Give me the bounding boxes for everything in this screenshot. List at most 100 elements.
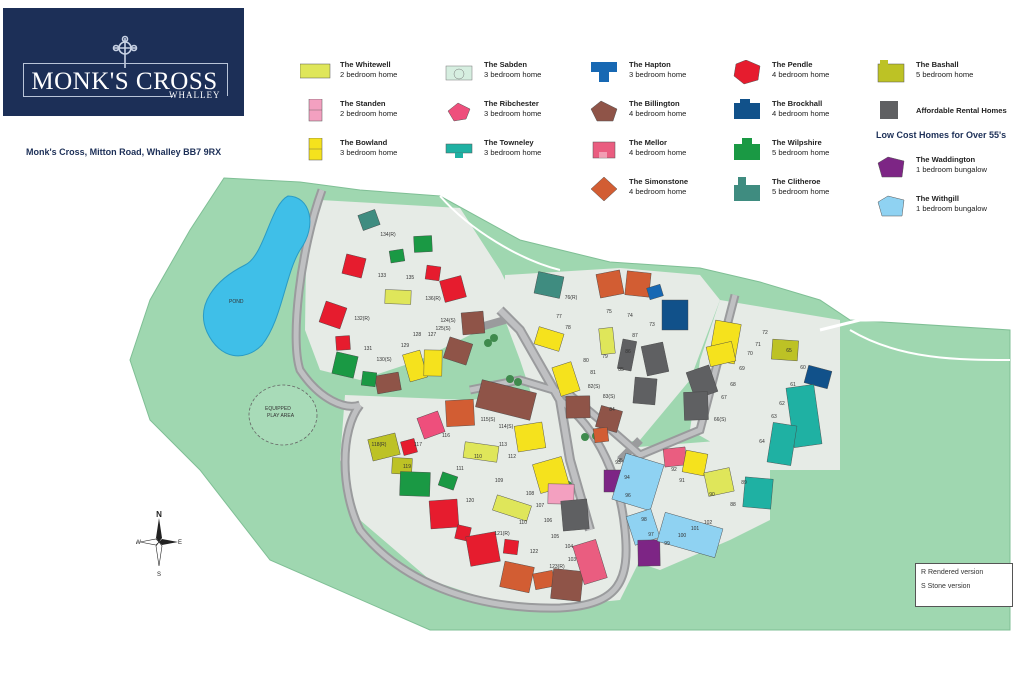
plot-number-label: 64 [759,439,765,445]
house-plot [423,349,443,377]
plot-number-label: 66(S) [714,417,727,423]
legend-name: The Withgill [916,194,959,203]
plot-number-label: 98 [641,517,647,523]
house-type-icon [876,155,908,181]
legend-desc: 5 bedroom home [916,70,974,79]
compass-rose-icon: N S E W [136,510,182,578]
house-plot [445,399,475,427]
note-stone: S Stone version [921,583,971,590]
house-plot [416,410,446,440]
house-type-icon [876,60,908,86]
plot-number-label: 108 [526,491,535,497]
plot-number-label: 84 [609,407,615,413]
plot-number-label: 107 [536,503,545,509]
plot-number-label: 93 [615,460,621,466]
house-plot [624,270,652,298]
legend-name: The Billington [629,99,680,108]
legend-desc: 3 bedroom home [484,148,542,157]
legend-desc: 3 bedroom home [629,70,687,79]
plot-number-label: 130(S) [376,357,391,363]
plot-number-label: 63 [771,414,777,420]
house-type-icon [299,60,332,86]
house-plot [683,391,709,421]
house-plot [439,275,467,303]
plot-number-label: 67 [721,395,727,401]
legend-name: The Hapton [629,60,671,69]
legend-name: The Bashall [916,60,959,69]
plot-number-label: 81 [590,370,596,376]
house-plot [533,326,565,352]
house-plot [661,299,689,331]
plot-number-label: 117 [414,442,422,448]
cross-emblem-icon [112,35,138,68]
house-plot [367,432,401,462]
plot-number-label: 129 [401,343,410,349]
legend-name: The Pendle [772,60,813,69]
legend-desc: 3 bedroom home [340,148,398,157]
house-type-icon [876,99,908,125]
house-type-icon [732,59,764,86]
house-plot [771,338,799,362]
house-plot [402,349,428,383]
house-plot [442,336,474,366]
house-plot [742,476,774,510]
plot-number-label: 72 [762,330,768,336]
legend-name: The Whitewell [340,60,391,69]
plot-number-label: 86 [625,349,631,355]
legend-name: The Sabden [484,60,528,69]
plot-number-label: 74 [627,313,633,319]
plot-number-label: 124(S) [440,318,455,324]
house-plot [331,351,359,379]
plot-number-label: 85 [618,367,624,373]
legend-desc: 4 bedroom home [772,70,830,79]
plot-number-label: 110 [519,520,527,526]
legend-desc: 4 bedroom home [629,148,687,157]
plot-number-label: 104 [565,544,574,550]
compass-west: W [136,540,141,546]
plot-number-label: 114(S) [499,424,514,430]
note-rendered: R Rendered version [921,569,984,576]
plot-number-label: 120 [466,498,475,504]
plot-number-label: 132(R) [354,316,370,322]
legend-name: The Waddington [916,155,976,164]
plot-number-label: 116 [442,433,450,439]
legend-name: The Wilpshire [772,138,822,147]
house-plot [617,338,637,372]
house-plot [640,341,670,377]
plot-number-label: 111 [456,466,464,472]
logo-location: WHALLEY [169,90,221,100]
house-plot [413,235,433,253]
plot-number-label: 99 [664,541,670,547]
legend-desc: 3 bedroom home [484,70,542,79]
plot-number-label: 82(S) [588,384,601,390]
house-plot [513,421,547,453]
house-plot [703,467,735,497]
plot-number-label: 69 [739,366,745,372]
legend-desc: 1 bedroom bungalow [916,165,987,174]
house-plot [681,449,709,477]
house-plot [560,498,590,532]
plot-number-label: 65 [786,348,792,354]
house-plot [592,426,610,444]
house-plot [384,289,412,305]
plot-number-label: 73 [649,322,655,328]
compass-east: E [178,540,182,546]
plot-number-label: 97 [648,532,654,538]
pond-label: POND [229,299,244,305]
house-plot [462,441,500,463]
house-plot [533,271,565,299]
over55-heading: Low Cost Homes for Over 55's [876,130,1007,140]
plot-number-label: 101 [691,526,700,532]
house-plot [428,498,460,530]
